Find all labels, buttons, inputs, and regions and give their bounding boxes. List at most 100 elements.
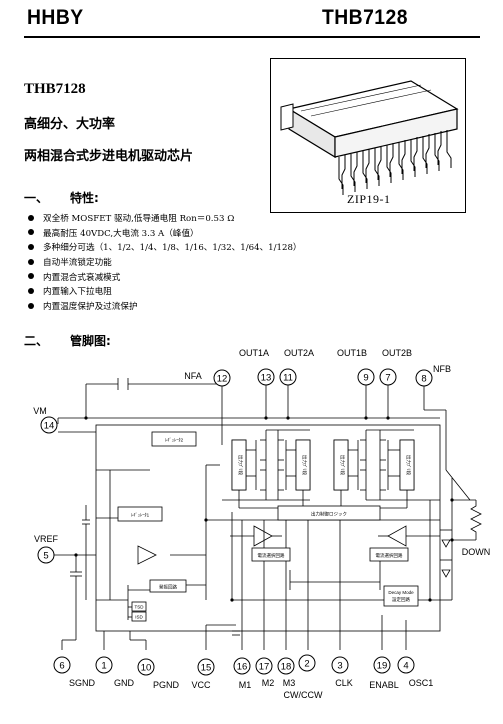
pin-pgnd-number: 10 — [141, 663, 152, 674]
features-heading-title: 特性: — [70, 191, 99, 205]
pin-osc1-circle — [397, 656, 415, 674]
subtitle-description: 两相混合式步进电机驱动芯片 — [24, 149, 194, 164]
pin-m3-circle — [277, 657, 295, 675]
pin-out1a-number: 13 — [261, 373, 272, 384]
feature-item: 内置混合式衰减模式 — [28, 271, 302, 286]
pin-cwccw-circle — [298, 654, 316, 672]
features-heading-number: 一、 — [24, 191, 49, 205]
bullet-icon — [28, 243, 34, 250]
pin-vref-number: 5 — [43, 551, 48, 562]
pin-nfa-circle — [213, 369, 231, 387]
feature-item: 多种细分可选（1、1/2、1/4、1/8、1/16、1/32、1/64、1/12… — [28, 241, 302, 256]
pin-down-label: DOWN — [462, 547, 491, 557]
pin-gnd-number: 1 — [101, 661, 106, 672]
block-pre-driver-b: 出力ﾌﾟﾘ段 — [301, 455, 308, 476]
pin-m1-circle — [233, 657, 251, 675]
pin-out1a-label: OUT1A — [239, 348, 269, 358]
pin-clk-label: CLK — [335, 678, 353, 688]
pin-gnd-label: GND — [114, 678, 135, 688]
package-image-frame — [270, 58, 466, 213]
block-pre-driver-a: 出力ﾌﾟﾘ段 — [237, 455, 244, 476]
pin-nfa-number: 12 — [217, 374, 228, 385]
bullet-icon — [28, 229, 34, 236]
svg-text:設定回路: 設定回路 — [392, 596, 410, 603]
pin-nfb-label: NFB — [433, 364, 451, 374]
block-decay-mode: Decay Mode — [388, 590, 414, 595]
pin-m1-number: 16 — [237, 662, 248, 673]
block-isd: ISD — [135, 615, 143, 620]
pin-diagram: ﾚｷﾞｭﾚｰﾀ2 ﾚｷﾞｭﾚｰﾀ1 出力ﾌﾟﾘ段 出力ﾌﾟﾘ段 出力ﾌﾟﾘ段 出… — [33, 348, 491, 700]
pin-cwccw-number: 2 — [304, 659, 309, 670]
pin-clk-circle — [331, 656, 349, 674]
block-tsd: TSD — [135, 605, 145, 610]
part-number: THB7128 — [24, 81, 86, 97]
feature-item: 双全桥 MOSFET 驱动,低导通电阻 Ron＝0.53 Ω — [28, 212, 302, 227]
feature-item: 内置温度保护及过流保护 — [28, 300, 302, 315]
pin-pgnd-label: PGND — [153, 680, 180, 690]
pin-enabl-label: ENABL — [369, 680, 399, 690]
pin-out2a-label: OUT2A — [284, 348, 314, 358]
pin-m3-label: M3 — [283, 678, 296, 688]
pin-sgnd-number: 6 — [59, 661, 64, 672]
pin-m1-label: M1 — [239, 680, 252, 690]
pin-vm-circle — [40, 416, 58, 434]
block-current-select-b: 電流選択回路 — [376, 552, 403, 559]
pin-out1b-circle — [357, 368, 375, 386]
feature-item: 自动半流锁定功能 — [28, 256, 302, 271]
block-pre-driver-d: 出力ﾌﾟﾘ段 — [405, 455, 412, 476]
pin-m3-number: 18 — [281, 662, 292, 673]
pin-vcc-circle — [197, 658, 215, 676]
pin-vref-label: VREF — [34, 534, 59, 544]
pin-m2-number: 17 — [259, 662, 270, 673]
pin-cwccw-label: CW/CCW — [284, 690, 323, 700]
pin-m2-label: M2 — [262, 678, 275, 688]
pin-vref-circle — [37, 546, 55, 564]
brand-name: HHBY — [27, 6, 84, 29]
pin-osc1-label: OSC1 — [409, 678, 434, 688]
bullet-icon — [28, 287, 34, 294]
pin-out2b-circle — [379, 368, 397, 386]
block-regulator-2: ﾚｷﾞｭﾚｰﾀ2 — [165, 437, 184, 444]
feature-list: 双全桥 MOSFET 驱动,低导通电阻 Ron＝0.53 Ω 最高耐压 40VD… — [28, 212, 302, 315]
pin-clk-number: 3 — [337, 661, 342, 672]
pin-vcc-label: VCC — [191, 680, 211, 690]
package-label: ZIP19-1 — [347, 192, 391, 206]
pin-out1a-circle — [257, 368, 275, 386]
pin-vm-label: VM — [33, 406, 47, 416]
pin-out1b-number: 9 — [363, 373, 368, 384]
block-output-logic: 出力制御ロジック — [311, 511, 347, 518]
block-current-select-a: 電流選択回路 — [258, 552, 285, 559]
pin-gnd-circle — [95, 656, 113, 674]
pin-nfa-label: NFA — [184, 371, 202, 381]
bullet-icon — [28, 258, 34, 265]
pin-vm-number: 14 — [44, 421, 55, 432]
bullet-icon — [28, 214, 34, 221]
feature-item: 最高耐压 40VDC,大电流 3.3 A（峰值） — [28, 227, 302, 242]
pin-sgnd-circle — [53, 656, 71, 674]
feature-item: 内置输入下拉电阻 — [28, 285, 302, 300]
header-divider — [24, 36, 480, 38]
pin-out1b-label: OUT1B — [337, 348, 367, 358]
pinout-heading-title: 管脚图: — [70, 334, 111, 348]
pin-m2-circle — [255, 657, 273, 675]
pinout-heading: 二、 管脚图: — [24, 332, 111, 349]
pin-enabl-number: 19 — [377, 661, 388, 672]
header-model: THB7128 — [322, 6, 408, 29]
pin-nfb-number: 8 — [421, 374, 426, 385]
pin-out2a-circle — [279, 368, 297, 386]
bullet-icon — [28, 273, 34, 280]
pinout-heading-number: 二、 — [24, 334, 49, 348]
block-regulator-1: ﾚｷﾞｭﾚｰﾀ1 — [131, 512, 150, 519]
pin-out2b-label: OUT2B — [382, 348, 412, 358]
subtitle-power: 高细分、大功率 — [24, 117, 116, 132]
pin-sgnd-label: SGND — [69, 678, 96, 688]
bullet-icon — [28, 302, 34, 309]
pin-osc1-number: 4 — [403, 661, 408, 672]
pin-vcc-number: 15 — [201, 663, 212, 674]
block-pre-driver-c: 出力ﾌﾟﾘ段 — [339, 455, 346, 476]
block-oscillator: 発振回路 — [159, 584, 177, 591]
pin-enabl-circle — [373, 656, 391, 674]
pin-nfb-circle — [415, 369, 433, 387]
features-heading: 一、 特性: — [24, 189, 99, 206]
pin-out2b-number: 7 — [385, 373, 390, 384]
